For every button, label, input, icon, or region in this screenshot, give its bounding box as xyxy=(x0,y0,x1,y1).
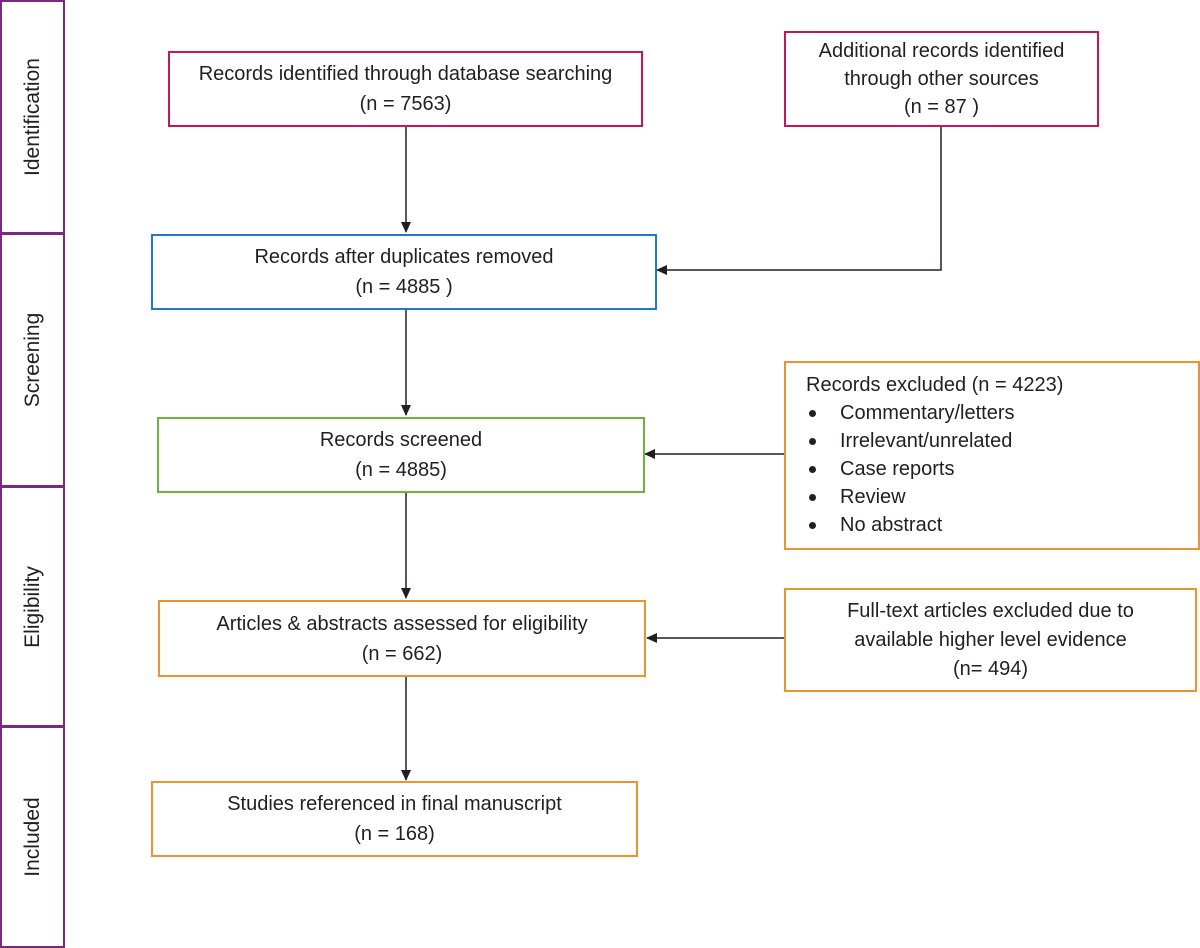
records-excluded-box: Records excluded (n = 4223) Commentary/l… xyxy=(784,361,1200,550)
eligibility-box: Articles & abstracts assessed for eligib… xyxy=(158,600,646,677)
stage-included: Included xyxy=(0,726,65,948)
database-search-box: Records identified through database sear… xyxy=(168,51,643,127)
database-search-text: Records identified through database sear… xyxy=(198,63,613,85)
fulltext-excluded-count: (n= 494) xyxy=(952,657,1029,680)
records-screened-box: Records screened (n = 4885) xyxy=(157,417,645,493)
exclusion-reason: No abstract xyxy=(806,511,1015,539)
eligibility-count: (n = 662) xyxy=(361,642,443,665)
exclusion-reason: Review xyxy=(806,483,1015,511)
duplicates-removed-box: Records after duplicates removed (n = 48… xyxy=(151,234,657,310)
records-screened-count: (n = 4885) xyxy=(355,459,447,481)
other-sources-box: Additional records identified through ot… xyxy=(784,31,1099,127)
records-excluded-title: Records excluded (n = 4223) xyxy=(806,374,1064,396)
other-sources-text-1: Additional records identified xyxy=(818,40,1065,62)
eligibility-text: Articles & abstracts assessed for eligib… xyxy=(216,612,588,635)
records-screened-text: Records screened xyxy=(319,429,483,451)
duplicates-removed-text: Records after duplicates removed xyxy=(254,246,554,268)
exclusion-reasons-list: Commentary/letters Irrelevant/unrelated … xyxy=(806,399,1015,539)
fulltext-excluded-text-1: Full-text articles excluded due to xyxy=(847,599,1134,622)
other-sources-count: (n = 87 ) xyxy=(903,96,980,118)
stage-screening: Screening xyxy=(0,233,65,487)
stage-identification: Identification xyxy=(0,0,65,234)
arrow-other-sources-to-duplicates xyxy=(656,127,942,275)
included-studies-text: Studies referenced in final manuscript xyxy=(227,793,562,815)
exclusion-reason: Irrelevant/unrelated xyxy=(806,427,1015,455)
database-search-count: (n = 7563) xyxy=(359,93,452,115)
exclusion-reason: Case reports xyxy=(806,455,1015,483)
duplicates-removed-count: (n = 4885 ) xyxy=(355,276,453,298)
exclusion-reason: Commentary/letters xyxy=(806,399,1015,427)
fulltext-excluded-box: Full-text articles excluded due to avail… xyxy=(784,588,1197,692)
included-studies-count: (n = 168) xyxy=(354,823,435,845)
included-studies-box: Studies referenced in final manuscript (… xyxy=(151,781,638,857)
fulltext-excluded-text-2: available higher level evidence xyxy=(854,628,1127,651)
other-sources-text-2: through other sources xyxy=(844,68,1039,90)
